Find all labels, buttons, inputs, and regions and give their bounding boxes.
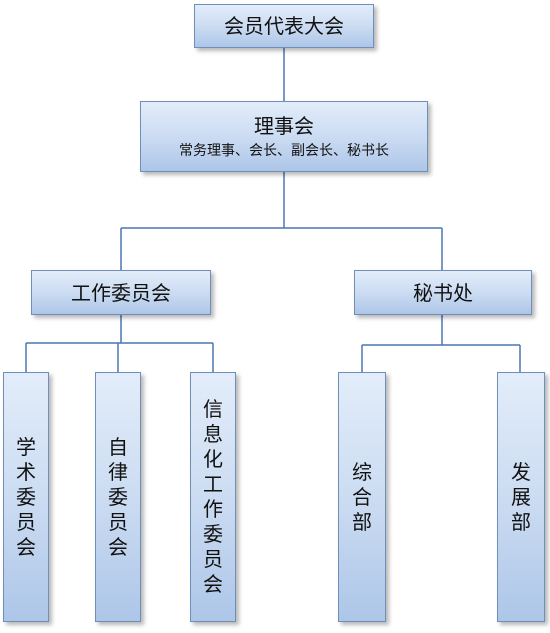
- node-general-department: 综合部: [338, 372, 386, 622]
- node-development-department: 发展部: [497, 372, 545, 622]
- node-work-committee: 工作委员会: [31, 270, 211, 315]
- node-self-discipline-committee: 自律委员会: [95, 372, 141, 622]
- node-council: 理事会 常务理事、会长、副会长、秘书长: [140, 101, 428, 172]
- node-member-congress: 会员代表大会: [194, 4, 374, 48]
- node-academic-committee-label: 学术委员会: [16, 434, 36, 559]
- node-self-discipline-committee-label: 自律委员会: [108, 434, 128, 559]
- node-secretariat-label: 秘书处: [413, 280, 473, 305]
- node-member-congress-label: 会员代表大会: [224, 14, 344, 38]
- node-general-department-label: 综合部: [352, 459, 372, 534]
- node-work-committee-label: 工作委员会: [71, 280, 171, 305]
- node-secretariat: 秘书处: [354, 270, 532, 315]
- node-it-work-committee: 信息化工作委员会: [190, 372, 236, 622]
- node-council-label: 理事会: [254, 113, 314, 138]
- node-council-subtitle: 常务理事、会长、副会长、秘书长: [179, 142, 389, 159]
- node-academic-committee: 学术委员会: [3, 372, 49, 622]
- node-it-work-committee-label: 信息化工作委员会: [203, 397, 223, 596]
- node-development-department-label: 发展部: [511, 459, 531, 534]
